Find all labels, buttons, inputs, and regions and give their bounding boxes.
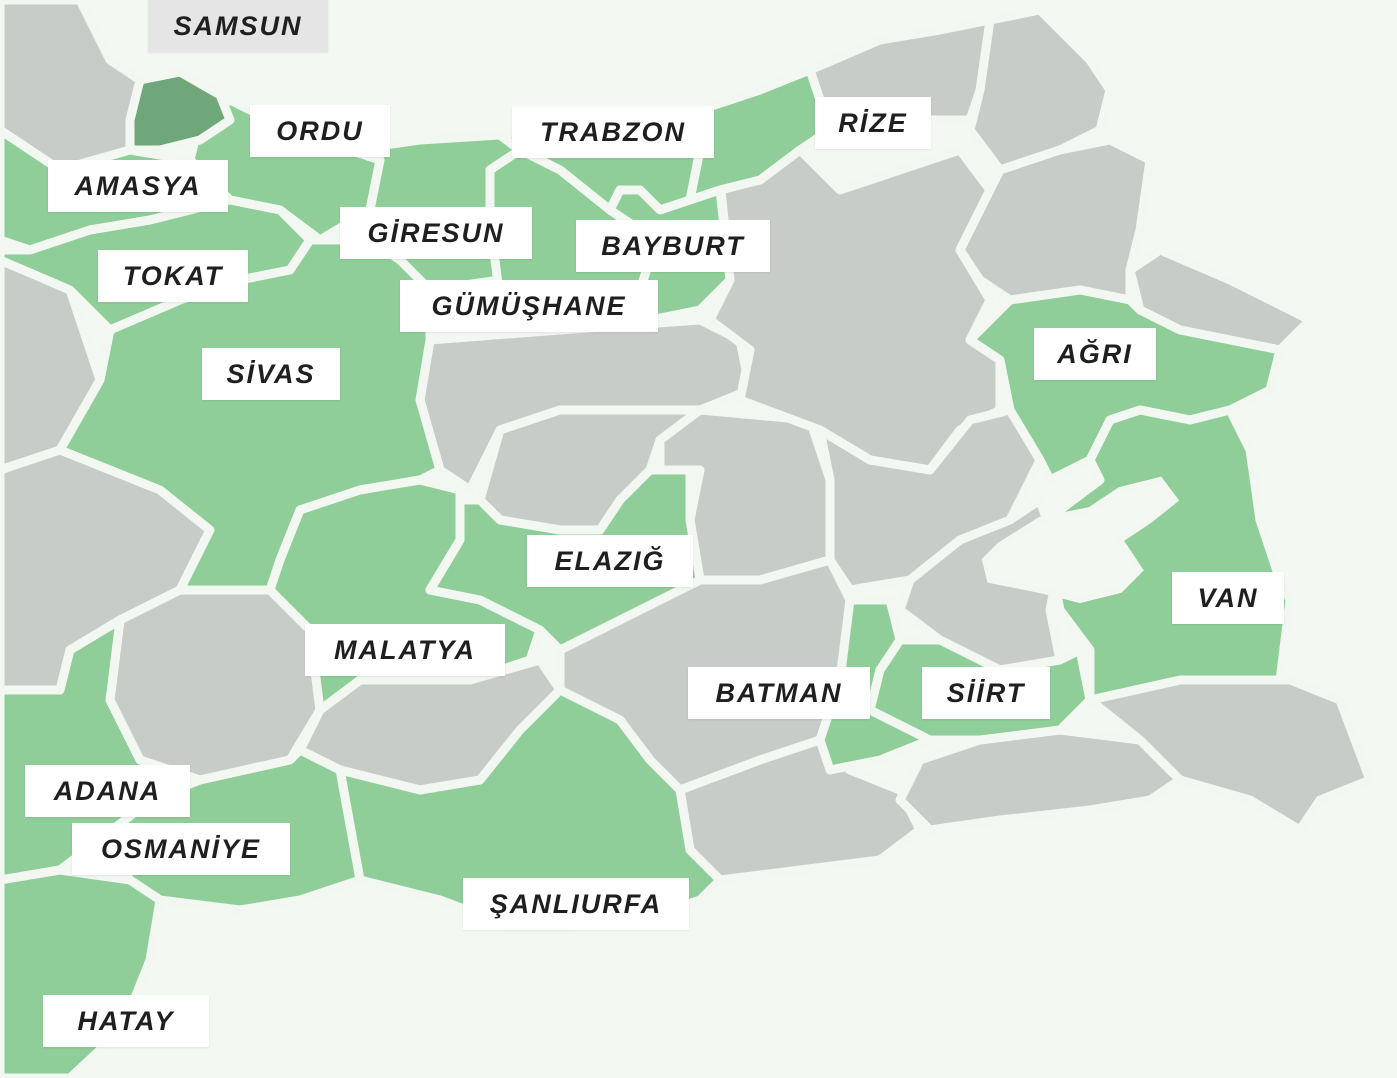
label-giresun[interactable]: GİRESUN [340,207,532,259]
province-van[interactable] [1045,405,1295,705]
label-gumushane[interactable]: GÜMÜŞHANE [400,280,658,332]
province-region-kahramanmaras[interactable] [105,585,325,785]
label-hatay[interactable]: HATAY [43,995,209,1047]
province-region-ardahan[interactable] [965,5,1115,175]
label-batman[interactable]: BATMAN [688,667,870,719]
label-agri[interactable]: AĞRI [1034,328,1156,380]
label-ordu[interactable]: ORDU [250,105,390,157]
label-adana[interactable]: ADANA [25,765,190,817]
province-samsun[interactable] [125,67,235,155]
label-bayburt[interactable]: BAYBURT [576,220,770,272]
label-van[interactable]: VAN [1172,572,1284,624]
label-trabzon[interactable]: TRABZON [512,106,714,158]
label-sivas[interactable]: SİVAS [202,348,340,400]
label-malatya[interactable]: MALATYA [305,624,505,676]
province-rize[interactable] [685,65,835,205]
province-sivas[interactable] [55,235,445,595]
label-osmaniye[interactable]: OSMANİYE [72,823,290,875]
label-samsun[interactable]: SAMSUN [148,0,328,52]
lake-van [981,476,1180,604]
province-hatay[interactable] [0,865,165,1078]
label-tokat[interactable]: TOKAT [98,250,248,302]
label-siirt[interactable]: SİİRT [922,667,1050,719]
label-elazig[interactable]: ELAZIĞ [527,535,693,587]
label-sanliurfa[interactable]: ŞANLIURFA [463,878,689,930]
province-region-kars[interactable] [955,135,1155,305]
province-sanliurfa[interactable] [335,685,725,935]
province-region-sirnak[interactable] [895,725,1185,835]
label-amasya[interactable]: AMASYA [48,160,228,212]
province-region-erzurum[interactable] [705,145,1005,475]
label-rize[interactable]: RİZE [815,97,931,149]
